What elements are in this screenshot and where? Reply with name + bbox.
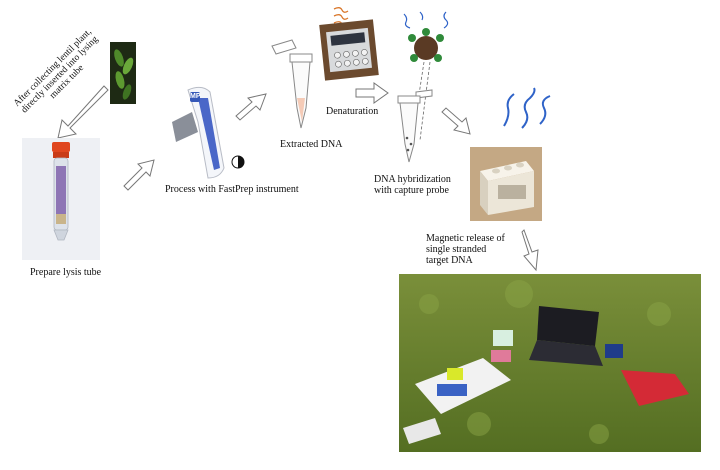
capture-probe-bead <box>403 11 449 62</box>
arrow-to-hybridization <box>355 82 389 104</box>
label-extracted: Extracted DNA <box>280 139 343 150</box>
arrow-to-magnet <box>441 107 471 135</box>
lentil-leaf-photo <box>110 42 136 104</box>
label-hybridization: DNA hybridization with capture probe <box>374 174 451 196</box>
instrument-brand: MP <box>190 93 201 100</box>
lysis-tube-photo <box>22 138 100 260</box>
label-magnetic: Magnetic release of single stranded targ… <box>426 233 505 266</box>
arrow-to-instrument <box>123 159 155 191</box>
label-denaturation: Denaturation <box>326 106 379 117</box>
hybridization-tube <box>397 89 433 163</box>
magnetic-rack-photo <box>470 147 542 221</box>
extracted-dna-tube <box>271 39 313 129</box>
released-dna-squiggles <box>503 87 551 129</box>
label-process: Process with FastPrep instrument <box>165 184 299 195</box>
arrow-to-tube <box>57 85 109 139</box>
field-setup-photo <box>399 274 701 452</box>
label-prepare: Prepare lysis tube <box>30 267 102 278</box>
fastprep-instrument: MP <box>168 82 250 182</box>
arrow-to-extracted <box>235 93 267 121</box>
arrow-to-field <box>521 229 539 272</box>
heat-block-photo <box>319 19 379 81</box>
